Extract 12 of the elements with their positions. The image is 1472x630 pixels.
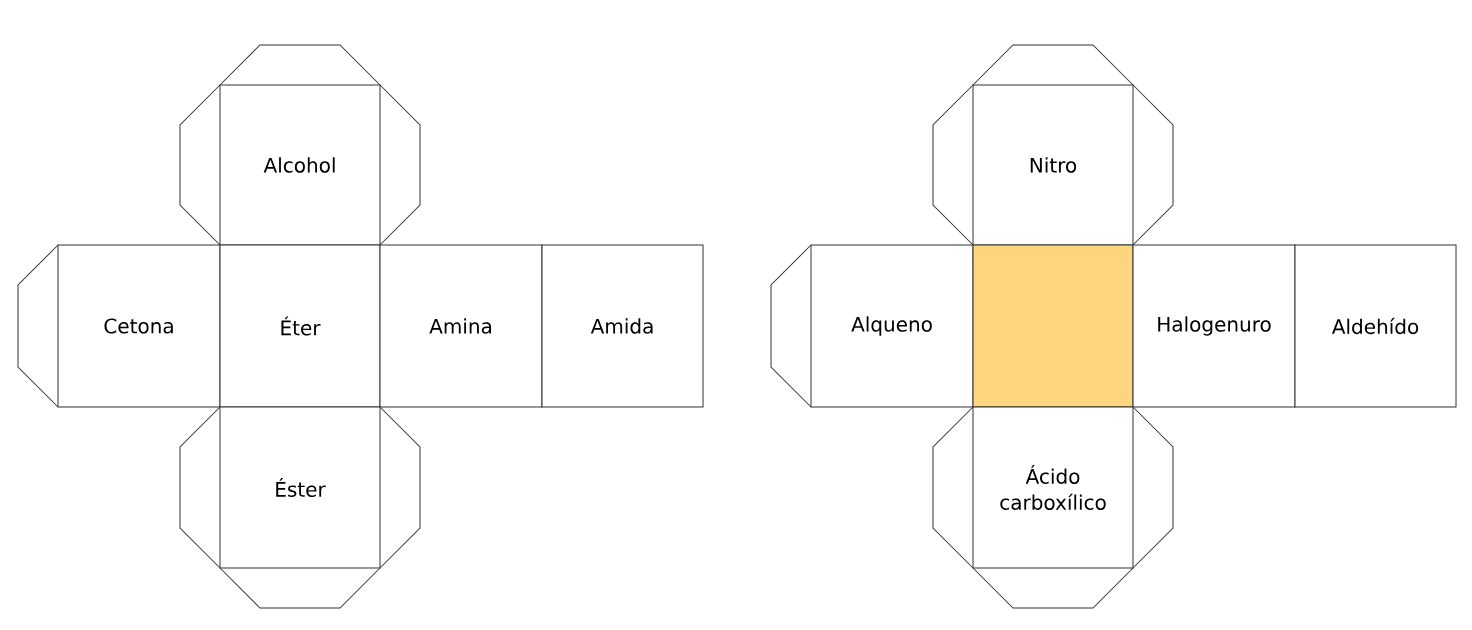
- cube-face: Cetona: [57, 244, 221, 408]
- cube-face: Ácido carboxílico: [972, 406, 1134, 569]
- cube-face: Alcohol: [219, 84, 381, 246]
- cube-face: Alqueno: [810, 244, 974, 408]
- cube-face: Éster: [219, 406, 381, 569]
- cube-face: Amida: [541, 244, 704, 408]
- cube-face: Nitro: [972, 84, 1134, 246]
- cube-face: Éter: [219, 244, 381, 408]
- filled-square: [972, 244, 1134, 408]
- cube-face: Aldehído: [1294, 244, 1457, 408]
- cube-face: Amina: [379, 244, 543, 408]
- cube-face: Halogenuro: [1132, 244, 1296, 408]
